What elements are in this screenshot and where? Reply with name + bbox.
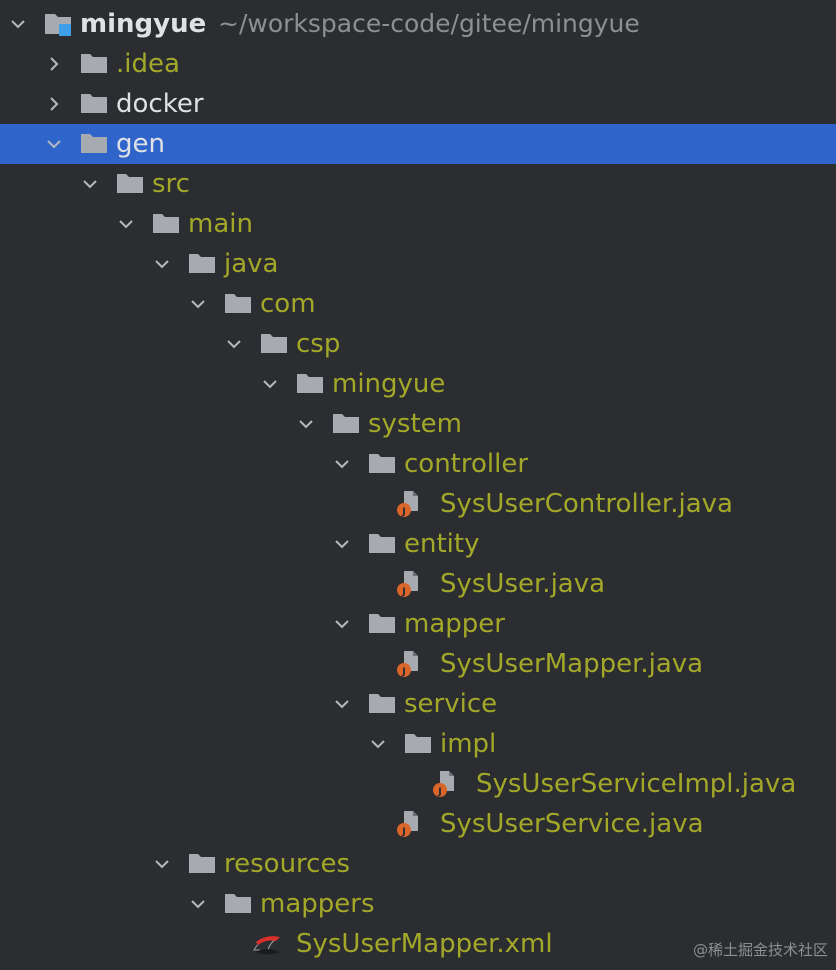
- java-class-icon: J: [432, 770, 460, 798]
- chevron-down-icon[interactable]: [332, 534, 352, 554]
- chevron-right-icon[interactable]: [44, 94, 64, 114]
- tree-row[interactable]: mappers: [0, 884, 836, 924]
- folder-icon: [116, 171, 144, 197]
- project-folder-icon: [44, 11, 72, 37]
- tree-item-label: main: [188, 209, 253, 239]
- chevron-down-icon[interactable]: [224, 334, 244, 354]
- tree-item-label: csp: [296, 329, 341, 359]
- tree-row[interactable]: service: [0, 684, 836, 724]
- tree-row[interactable]: com: [0, 284, 836, 324]
- tree-row[interactable]: docker: [0, 84, 836, 124]
- folder-icon: [368, 531, 396, 557]
- tree-row[interactable]: impl: [0, 724, 836, 764]
- tree-row[interactable]: entity: [0, 524, 836, 564]
- svg-text:J: J: [401, 827, 406, 838]
- tree-row[interactable]: main: [0, 204, 836, 244]
- tree-root-row[interactable]: mingyue ~/workspace-code/gitee/mingyue: [0, 4, 836, 44]
- project-path: ~/workspace-code/gitee/mingyue: [218, 9, 640, 38]
- java-class-icon: J: [396, 570, 424, 598]
- folder-icon: [260, 331, 288, 357]
- tree-row[interactable]: csp: [0, 324, 836, 364]
- tree-row[interactable]: controller: [0, 444, 836, 484]
- folder-icon: [80, 51, 108, 77]
- tree-item-label: impl: [440, 729, 497, 759]
- tree-row[interactable]: .idea: [0, 44, 836, 84]
- chevron-down-icon[interactable]: [332, 694, 352, 714]
- watermark: @稀土掘金技术社区: [692, 941, 828, 959]
- chevron-down-icon[interactable]: [152, 254, 172, 274]
- folder-icon: [152, 211, 180, 237]
- tree-item-label: gen: [116, 129, 165, 159]
- tree-item-label: SysUserMapper.java: [440, 649, 704, 679]
- mybatis-xml-icon: [252, 930, 280, 956]
- tree-item-label: SysUserServiceImpl.java: [476, 769, 797, 799]
- folder-icon: [404, 731, 432, 757]
- tree-item-label: src: [152, 169, 190, 199]
- folder-icon: [296, 371, 324, 397]
- tree-row[interactable]: SysUserMapper.xml: [0, 924, 836, 964]
- folder-icon: [188, 251, 216, 277]
- tree-row[interactable]: J SysUserMapper.java: [0, 644, 836, 684]
- tree-item-label: SysUserMapper.xml: [296, 929, 553, 959]
- tree-row[interactable]: resources: [0, 844, 836, 884]
- tree-item-label: mappers: [260, 889, 375, 919]
- chevron-down-icon[interactable]: [296, 414, 316, 434]
- folder-icon: [188, 851, 216, 877]
- chevron-down-icon[interactable]: [188, 294, 208, 314]
- tree-row[interactable]: src: [0, 164, 836, 204]
- tree-row[interactable]: J SysUser.java: [0, 564, 836, 604]
- svg-text:J: J: [437, 787, 442, 798]
- tree-item-label: com: [260, 289, 316, 319]
- folder-icon: [80, 131, 108, 157]
- chevron-down-icon[interactable]: [368, 734, 388, 754]
- tree-item-label: java: [224, 249, 279, 279]
- chevron-right-icon[interactable]: [44, 54, 64, 74]
- chevron-down-icon[interactable]: [116, 214, 136, 234]
- svg-text:J: J: [401, 507, 406, 518]
- svg-text:J: J: [401, 587, 406, 598]
- chevron-down-icon[interactable]: [332, 454, 352, 474]
- tree-row[interactable]: system: [0, 404, 836, 444]
- folder-icon: [368, 451, 396, 477]
- tree-item-label: service: [404, 689, 498, 719]
- tree-row[interactable]: mingyue: [0, 364, 836, 404]
- tree-item-label: .idea: [116, 49, 180, 79]
- java-class-icon: J: [396, 650, 424, 678]
- tree-item-label: system: [368, 409, 462, 439]
- folder-icon: [80, 91, 108, 117]
- java-class-icon: J: [396, 810, 424, 838]
- java-class-icon: J: [396, 490, 424, 518]
- tree-row[interactable]: gen: [0, 124, 836, 164]
- tree-item-label: mingyue: [332, 369, 446, 399]
- tree-row[interactable]: J SysUserServiceImpl.java: [0, 764, 836, 804]
- tree-item-label: mapper: [404, 609, 505, 639]
- tree-item-label: SysUser.java: [440, 569, 606, 599]
- tree-row[interactable]: J SysUserController.java: [0, 484, 836, 524]
- tree-item-label: SysUserController.java: [440, 489, 733, 519]
- chevron-down-icon[interactable]: [80, 174, 100, 194]
- chevron-down-icon[interactable]: [8, 14, 28, 34]
- folder-icon: [224, 891, 252, 917]
- folder-icon: [368, 611, 396, 637]
- tree-item-label: entity: [404, 529, 480, 559]
- tree-row[interactable]: J SysUserService.java: [0, 804, 836, 844]
- tree-item-label: SysUserService.java: [440, 809, 704, 839]
- chevron-down-icon[interactable]: [260, 374, 280, 394]
- chevron-down-icon[interactable]: [188, 894, 208, 914]
- chevron-down-icon[interactable]: [332, 614, 352, 634]
- tree-item-label: controller: [404, 449, 529, 479]
- chevron-down-icon[interactable]: [44, 134, 64, 154]
- project-name: mingyue: [80, 9, 207, 39]
- tree-item-label: docker: [116, 89, 204, 119]
- tree-item-label: resources: [224, 849, 351, 879]
- folder-icon: [332, 411, 360, 437]
- chevron-down-icon[interactable]: [152, 854, 172, 874]
- tree-row[interactable]: mapper: [0, 604, 836, 644]
- tree-row[interactable]: java: [0, 244, 836, 284]
- folder-icon: [224, 291, 252, 317]
- folder-icon: [368, 691, 396, 717]
- svg-text:J: J: [401, 667, 406, 678]
